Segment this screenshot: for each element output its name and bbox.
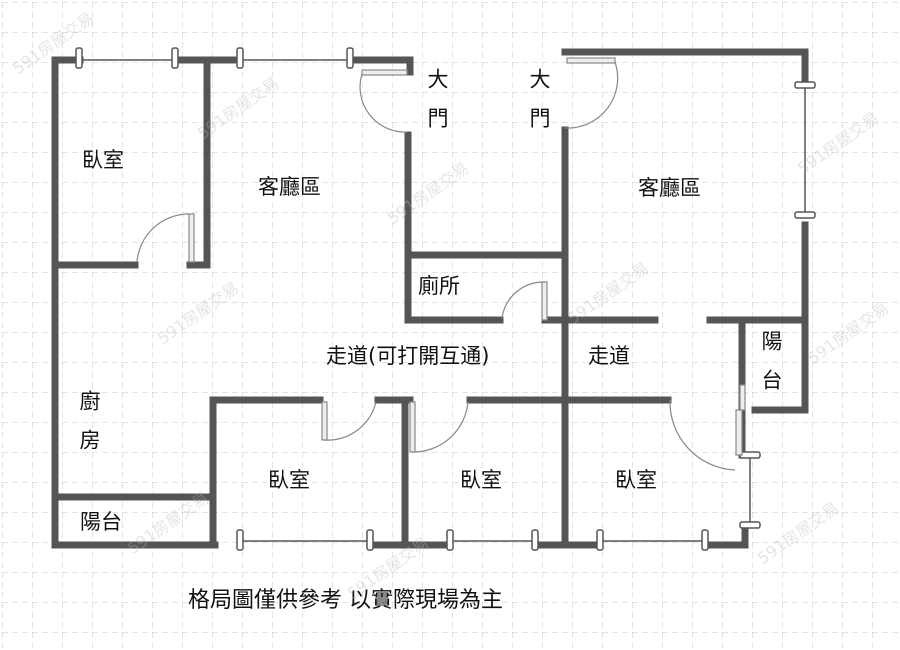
room-label-corridor-right: 走道	[588, 344, 630, 368]
windows	[75, 47, 816, 551]
room-label-main-door-right: 大門	[527, 68, 551, 146]
room-label-kitchen: 廚房	[77, 390, 101, 468]
doors	[136, 57, 746, 471]
room-label-bedroom-bottom-3: 臥室	[615, 468, 657, 492]
disclaimer-note: 格局圖僅供參考 以實際現場為主	[188, 588, 503, 613]
room-label-balcony-left: 陽台	[80, 510, 122, 534]
room-label-living-right: 客廳區	[638, 176, 701, 200]
room-label-living-left: 客廳區	[258, 175, 321, 199]
room-label-bedroom-bottom-2: 臥室	[460, 468, 502, 492]
room-label-balcony-right: 陽台	[759, 330, 783, 408]
room-label-toilet: 廁所	[418, 274, 460, 298]
room-label-main-door-left: 大門	[425, 68, 449, 146]
room-label-bedroom-top-left: 臥室	[82, 148, 124, 172]
room-label-corridor-left: 走道(可打開互通)	[326, 344, 490, 368]
room-label-bedroom-bottom-1: 臥室	[268, 468, 310, 492]
